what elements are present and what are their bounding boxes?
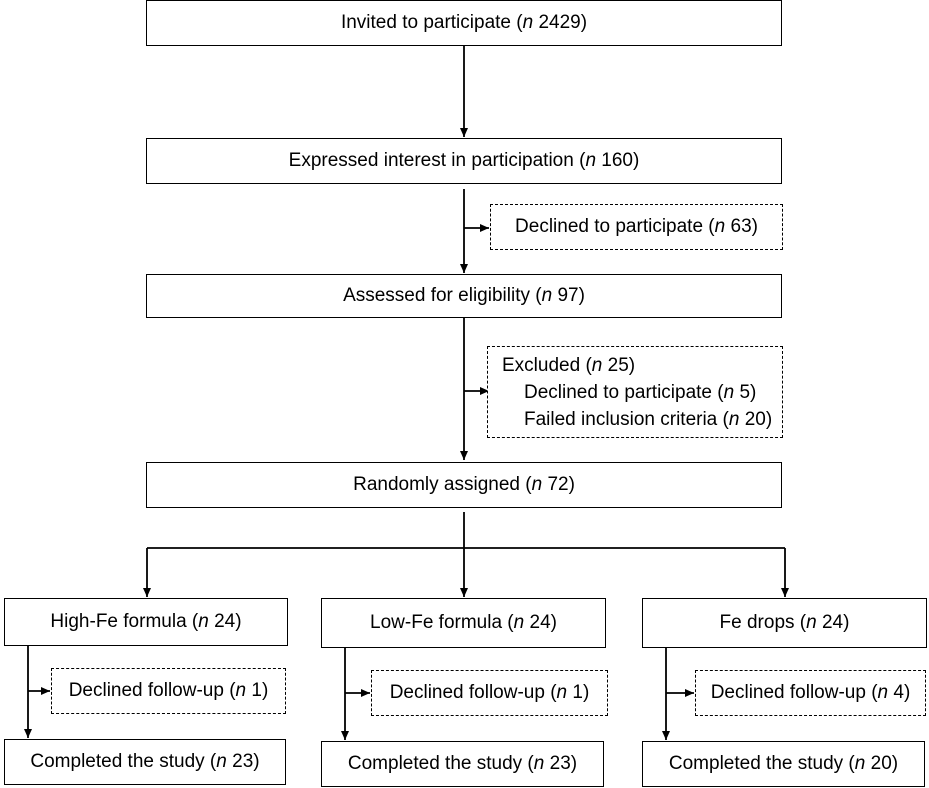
randomized-label: Randomly assigned ( xyxy=(353,474,532,495)
n-symbol: n xyxy=(728,408,740,430)
arm-label: Low-Fe formula ( xyxy=(370,612,514,633)
n-symbol: n xyxy=(585,150,597,171)
invited-label: Invited to participate ( xyxy=(340,12,523,33)
excluded-title: Excluded (n 25) xyxy=(502,354,636,376)
excluded-reason-declined: Declined to participate (n 5) xyxy=(524,381,757,403)
arm-high-fe-completed-box: Completed the study (n 23) xyxy=(4,739,286,785)
n-symbol: n xyxy=(541,285,553,306)
declined-label: Declined to participate ( xyxy=(515,216,715,237)
n-symbol: n xyxy=(198,611,209,632)
assessed-box: Assessed for eligibility (n 97) xyxy=(146,274,782,318)
arm-label: High-Fe formula ( xyxy=(50,611,199,632)
excluded-reason-failed-criteria: Failed inclusion criteria (n 20) xyxy=(524,408,773,430)
declined-box: Declined to participate (n 63) xyxy=(490,204,783,250)
interest-box: Expressed interest in participation (n 1… xyxy=(146,138,782,184)
n-symbol: n xyxy=(877,682,889,703)
arm-high-fe-box: High-Fe formula (n 24) xyxy=(4,598,288,646)
arm-low-fe-completed-box: Completed the study (n 23) xyxy=(321,741,604,787)
arm-low-fe-dropout-box: Declined follow-up (n 1) xyxy=(371,670,608,716)
interest-label: Expressed interest in participation ( xyxy=(288,150,586,171)
assessed-label: Assessed for eligibility ( xyxy=(343,285,542,306)
arm-count: 24 xyxy=(821,612,844,633)
n-symbol: n xyxy=(513,612,525,633)
n-symbol: n xyxy=(522,12,534,33)
randomized-box: Randomly assigned (n 72) xyxy=(146,462,782,508)
n-symbol: n xyxy=(714,216,726,237)
n-symbol: n xyxy=(556,682,568,703)
excluded-box: Excluded (n 25) Declined to participate … xyxy=(487,346,783,438)
assessed-count: 97 xyxy=(557,285,579,306)
n-symbol: n xyxy=(235,680,247,701)
n-symbol: n xyxy=(591,354,603,376)
n-symbol: n xyxy=(531,474,543,495)
invited-box: Invited to participate (n 2429) xyxy=(146,0,782,46)
randomized-count: 72 xyxy=(547,474,569,495)
excluded-count: 25 xyxy=(607,354,629,376)
arm-fe-drops-dropout-box: Declined follow-up (n 4) xyxy=(695,670,926,716)
n-symbol: n xyxy=(533,753,545,774)
arm-high-fe-dropout-box: Declined follow-up (n 1) xyxy=(51,668,286,714)
arm-label: Fe drops ( xyxy=(719,612,807,633)
arm-count: 24 xyxy=(214,611,236,632)
n-symbol: n xyxy=(216,751,227,772)
arm-fe-drops-box: Fe drops (n 24) xyxy=(642,598,927,648)
invited-count: 2429 xyxy=(538,12,581,33)
declined-count: 63 xyxy=(730,216,752,237)
n-symbol: n xyxy=(854,753,866,774)
arm-count: 24 xyxy=(529,612,551,633)
interest-count: 160 xyxy=(601,150,633,171)
n-symbol: n xyxy=(806,612,817,633)
arm-fe-drops-completed-box: Completed the study (n 20) xyxy=(642,741,925,787)
arm-low-fe-box: Low-Fe formula (n 24) xyxy=(321,598,606,648)
n-symbol: n xyxy=(723,381,735,403)
